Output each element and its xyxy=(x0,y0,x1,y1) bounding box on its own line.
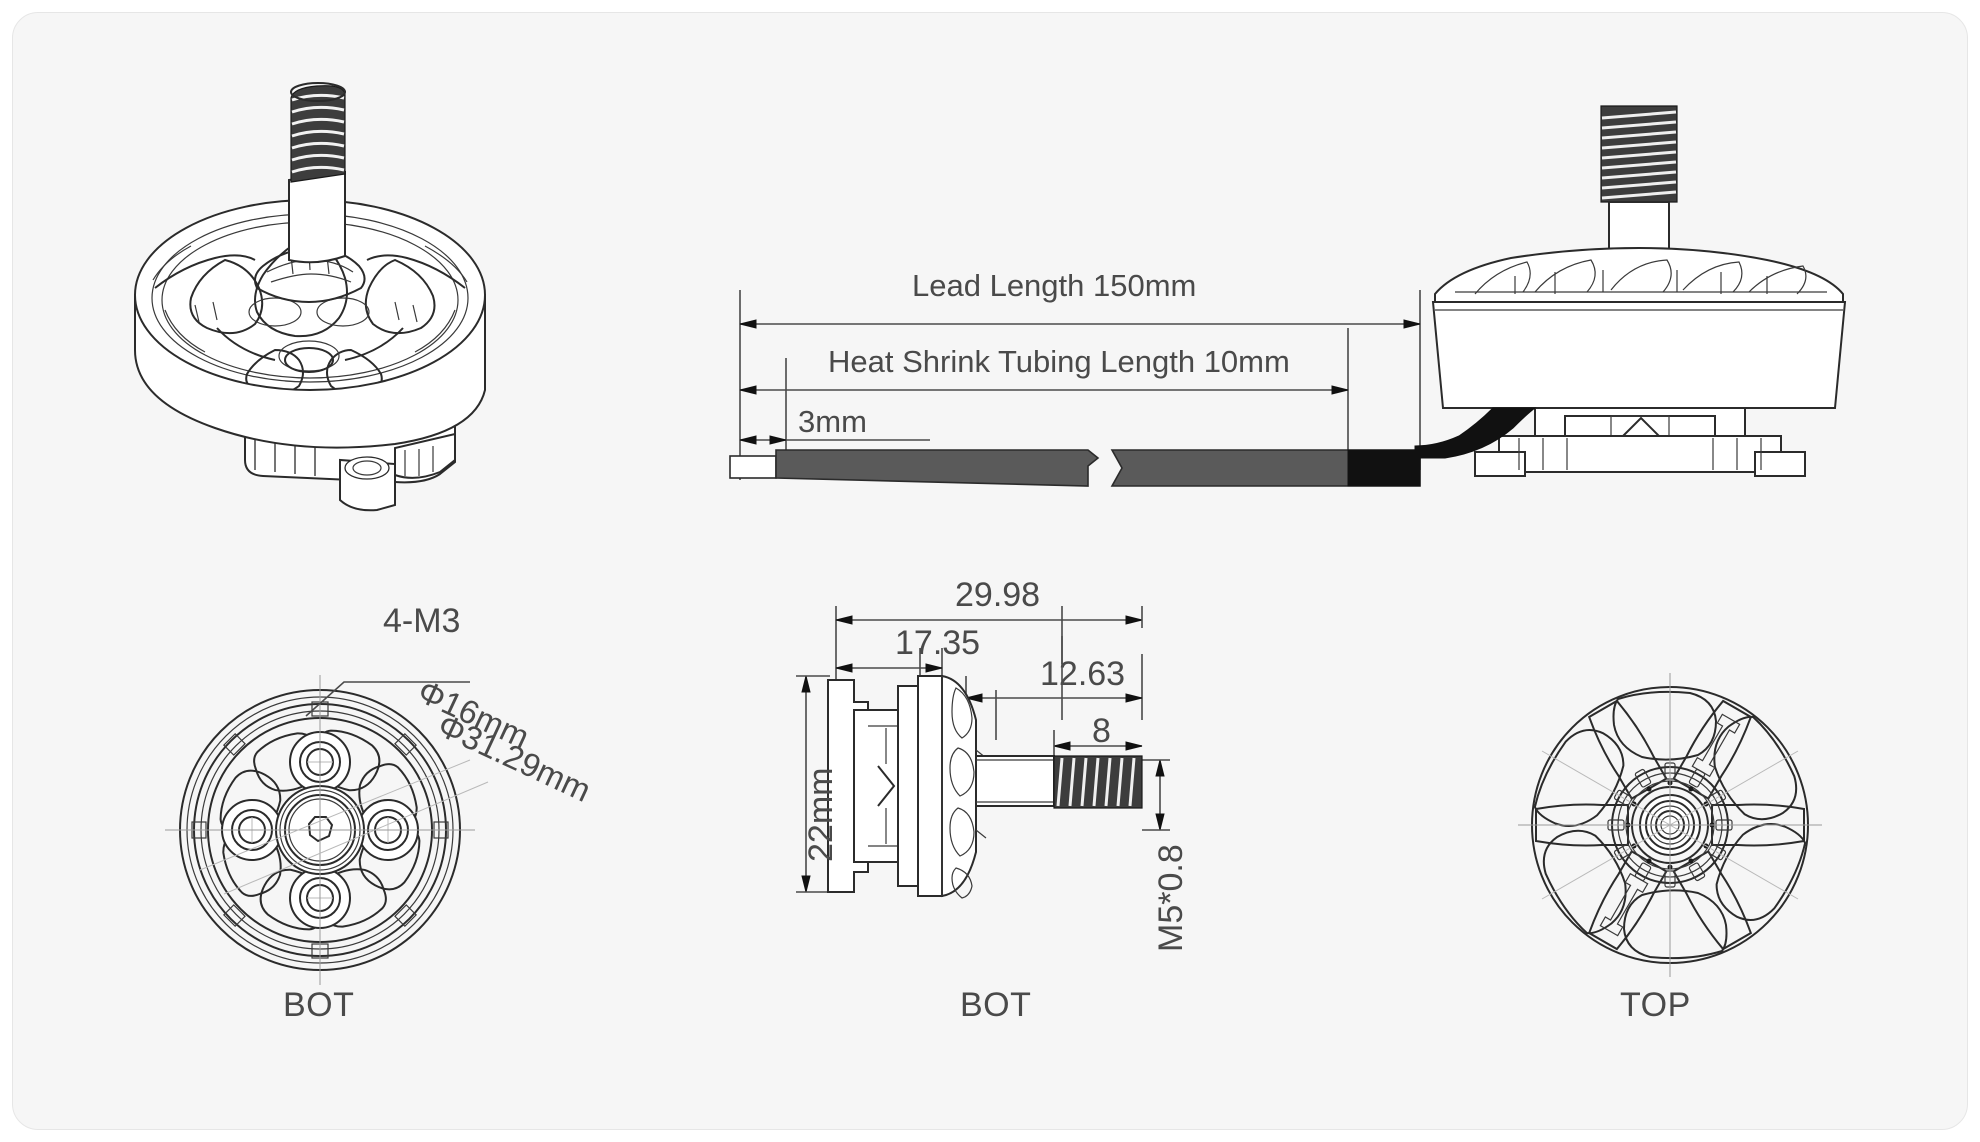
lead-wire-diagram xyxy=(729,270,1860,530)
heat-shrink-label: Heat Shrink Tubing Length 10mm xyxy=(828,344,1290,379)
mounting-holes-label: 4-M3 xyxy=(383,602,461,640)
body-height-label: 22mm xyxy=(802,767,840,862)
bottom-face-view-label: BOT xyxy=(283,986,355,1024)
thread-length-label: 8 xyxy=(1092,712,1111,750)
thread-spec-label: M5*0.8 xyxy=(1152,844,1190,952)
bottom-face-view xyxy=(155,665,489,995)
overall-length-label: 29.98 xyxy=(955,576,1041,614)
side-profile-view xyxy=(790,580,1210,980)
side-profile-view-label: BOT xyxy=(960,986,1032,1024)
motor-side-view-with-lead xyxy=(1414,80,1865,520)
top-face-view-label: TOP xyxy=(1620,986,1691,1024)
lead-length-label: Lead Length 150mm xyxy=(912,268,1197,303)
top-face-view xyxy=(1510,665,1830,985)
four-m3-leader xyxy=(300,620,480,730)
shaft-section-label: 12.63 xyxy=(1040,655,1126,693)
body-length-label: 17.35 xyxy=(895,624,981,662)
strip-length-label: 3mm xyxy=(798,404,867,439)
isometric-motor-view xyxy=(95,60,565,520)
